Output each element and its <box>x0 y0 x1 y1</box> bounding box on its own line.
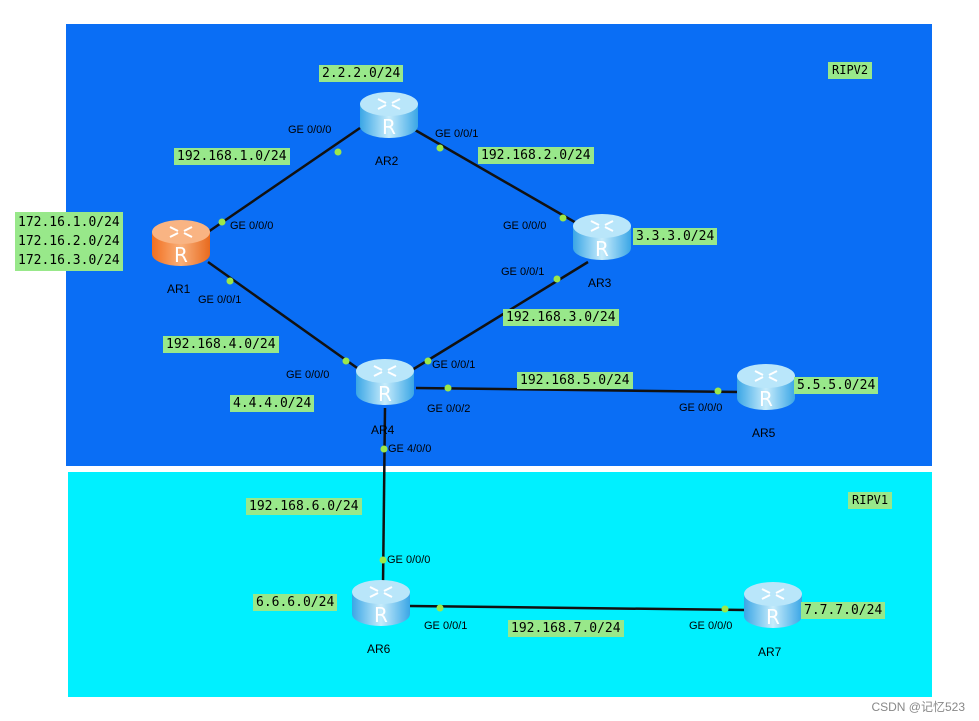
svg-text:R: R <box>382 115 396 139</box>
network-tag-link-ar4-ar6: 192.168.6.0/24 <box>246 498 362 515</box>
network-tag-link-ar3-ar4: 192.168.3.0/24 <box>503 309 619 326</box>
router-name-ar6: AR6 <box>367 642 391 656</box>
svg-text:R: R <box>766 605 780 629</box>
port-label-ar1-g001: GE 0/0/1 <box>198 294 242 306</box>
router-name-ar1: AR1 <box>167 282 191 296</box>
network-tag-ar4-loopback: 4.4.4.0/24 <box>230 395 315 412</box>
network-label: 172.16.3.0/24 <box>18 253 120 268</box>
network-tag-ar2-loopback: 2.2.2.0/24 <box>319 65 404 82</box>
watermark: CSDN @记忆523 <box>871 700 965 714</box>
router-icon[interactable]: R <box>358 90 420 140</box>
router-icon[interactable]: R <box>571 212 633 262</box>
port-dots <box>218 144 729 613</box>
port-label-ar6-g001: GE 0/0/1 <box>424 620 468 632</box>
zone-label-ripv1: RIPV1 <box>848 492 893 509</box>
network-label: 172.16.2.0/24 <box>18 234 120 249</box>
network-tag-link-ar4-ar5: 192.168.5.0/24 <box>517 372 633 389</box>
link-ar4-ar5 <box>415 386 741 394</box>
network-tag-ar7-loopback: 7.7.7.0/24 <box>801 602 886 619</box>
router-name-ar3: AR3 <box>588 276 612 290</box>
port-label-ar2-g001: GE 0/0/1 <box>435 128 479 140</box>
port-label-ar4-g000: GE 0/0/0 <box>286 369 330 381</box>
router-icon[interactable]: R <box>150 218 212 268</box>
zone-label-ripv2: RIPV2 <box>828 62 873 79</box>
link-ar2-ar3 <box>414 128 586 230</box>
network-tag-ar3-loopback: 3.3.3.0/24 <box>633 228 718 245</box>
port-label-ar3-g001: GE 0/0/1 <box>501 266 545 278</box>
port-label-ar5-g000: GE 0/0/0 <box>679 402 723 414</box>
router-name-ar7: AR7 <box>758 645 782 659</box>
port-label-ar2-g000: GE 0/0/0 <box>288 124 332 136</box>
router-name-ar2: AR2 <box>375 154 399 168</box>
link-ar4-ar6 <box>381 407 387 586</box>
router-icon[interactable]: R <box>742 580 804 630</box>
network-tag-link-ar1-ar4: 192.168.4.0/24 <box>163 336 279 353</box>
router-name-ar5: AR5 <box>752 426 776 440</box>
router-name-ar4: AR4 <box>371 423 395 437</box>
link-ar1-ar2 <box>207 126 361 234</box>
port-label-ar7-g000: GE 0/0/0 <box>689 620 733 632</box>
svg-text:R: R <box>378 382 392 406</box>
port-label-ar6-g000: GE 0/0/0 <box>387 554 431 566</box>
network-tag-ar1-loopbacks: 172.16.1.0/24 172.16.2.0/24 172.16.3.0/2… <box>15 212 123 271</box>
router-icon[interactable]: R <box>354 357 416 407</box>
network-label: 172.16.1.0/24 <box>18 215 120 230</box>
link-ar6-ar7 <box>409 604 747 612</box>
network-tag-ar6-loopback: 6.6.6.0/24 <box>253 594 338 611</box>
svg-text:R: R <box>374 603 388 627</box>
port-label-ar4-g001: GE 0/0/1 <box>432 359 476 371</box>
router-icon[interactable]: R <box>350 578 412 628</box>
port-label-ar4-g002: GE 0/0/2 <box>427 403 471 415</box>
network-tag-ar5-loopback: 5.5.5.0/24 <box>794 377 879 394</box>
network-tag-link-ar1-ar2: 192.168.1.0/24 <box>174 148 290 165</box>
port-label-ar1-g000: GE 0/0/0 <box>230 220 274 232</box>
port-label-ar3-g000: GE 0/0/0 <box>503 220 547 232</box>
svg-text:R: R <box>595 237 609 261</box>
network-tag-link-ar6-ar7: 192.168.7.0/24 <box>508 620 624 637</box>
port-label-ar4-g400: GE 4/0/0 <box>388 443 432 455</box>
svg-text:R: R <box>174 243 188 267</box>
network-tag-link-ar2-ar3: 192.168.2.0/24 <box>478 147 594 164</box>
svg-text:R: R <box>759 387 773 411</box>
router-icon[interactable]: R <box>735 362 797 412</box>
